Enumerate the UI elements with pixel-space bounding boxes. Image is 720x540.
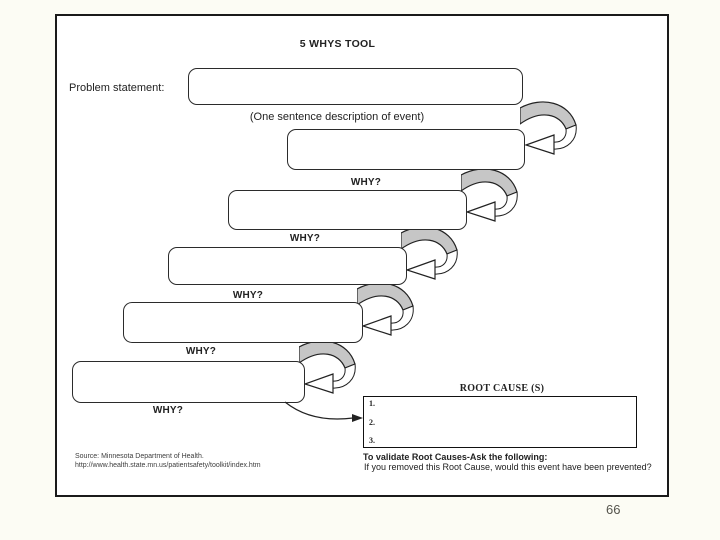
why-answer-box-3 — [168, 247, 407, 285]
root-cause-item-1: 1. — [369, 399, 375, 408]
why-label-1: WHY? — [350, 177, 382, 188]
curved-loop-arrow-1 — [520, 101, 577, 155]
page-number: 66 — [606, 502, 621, 517]
why-answer-box-4 — [123, 302, 363, 343]
slide-title: 5 WHYS TOOL — [299, 38, 376, 50]
why-label-5: WHY? — [152, 405, 184, 416]
root-cause-title: ROOT CAUSE (S) — [459, 383, 545, 394]
curved-loop-arrow-2 — [461, 168, 518, 222]
curved-loop-arrow-4 — [357, 282, 414, 336]
problem-statement-label: Problem statement: — [69, 82, 165, 94]
source-line-1: Source: Minnesota Department of Health. — [75, 453, 204, 460]
root-cause-box: 1. 2. 3. — [363, 396, 637, 448]
why-answer-box-1 — [287, 129, 525, 170]
why-answer-box-2 — [228, 190, 467, 230]
validate-heading: To validate Root Causes-Ask the followin… — [363, 452, 548, 462]
why-answer-box-5 — [72, 361, 305, 403]
source-citation: Source: Minnesota Department of Health. … — [75, 452, 261, 470]
slide-frame: 5 WHYS TOOL Problem statement: (One sent… — [55, 14, 669, 497]
source-line-2: http://www.health.state.mn.us/patientsaf… — [75, 462, 261, 469]
problem-statement-caption: (One sentence description of event) — [249, 111, 425, 123]
root-cause-item-2: 2. — [369, 417, 375, 427]
why-label-2: WHY? — [289, 233, 321, 244]
why-label-4: WHY? — [185, 346, 217, 357]
curved-loop-arrow-5 — [299, 340, 356, 394]
problem-statement-box — [188, 68, 523, 105]
validate-question: If you removed this Root Cause, would th… — [364, 462, 652, 472]
root-cause-connector-arrow — [284, 401, 363, 422]
root-cause-item-3: 3. — [369, 436, 375, 445]
why-label-3: WHY? — [232, 290, 264, 301]
curved-loop-arrow-3 — [401, 226, 458, 280]
